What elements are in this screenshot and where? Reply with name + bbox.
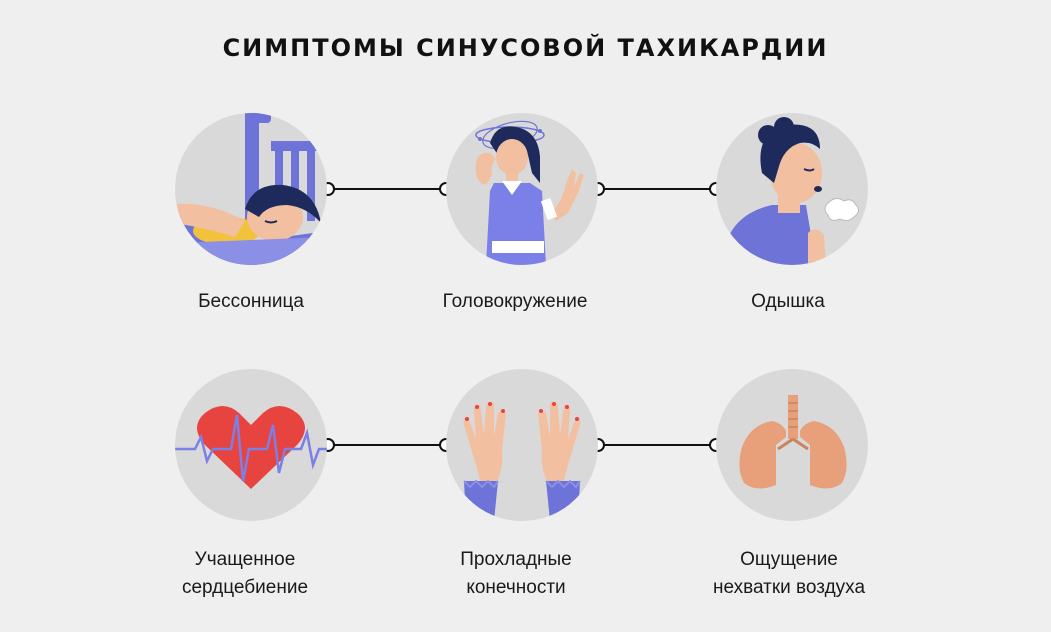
symptom-label-cold-extremities: Прохладные конечности	[401, 546, 631, 602]
label-line: конечности	[466, 577, 566, 598]
breathing-man-icon	[726, 117, 860, 265]
symptom-label-air-hunger: Ощущение нехватки воздуха	[674, 546, 904, 602]
lungs-icon	[739, 395, 847, 489]
label-line: Бессонница	[198, 291, 304, 312]
insomnia-illustration	[175, 113, 327, 265]
label-line: Головокружение	[442, 291, 588, 312]
sleeping-person-icon	[175, 113, 327, 265]
symptom-label-dizziness: Головокружение	[400, 288, 630, 316]
symptom-label-insomnia: Бессонница	[136, 288, 366, 316]
label-line: сердцебиение	[181, 577, 309, 598]
heartbeat-illustration	[175, 369, 327, 521]
label-line: Ощущение	[740, 549, 838, 570]
dizziness-illustration	[446, 113, 598, 265]
dizzy-woman-icon	[475, 120, 584, 265]
label-line: Одышка	[751, 291, 825, 312]
label-line: Прохладные	[460, 549, 572, 570]
lungs-illustration	[716, 369, 868, 521]
symptom-label-shortness-of-breath: Одышка	[673, 288, 903, 316]
label-line: нехватки воздуха	[712, 577, 866, 598]
label-line: Учащенное	[194, 549, 296, 570]
cold-hands-illustration	[446, 369, 598, 521]
heartbeat-icon	[175, 406, 327, 489]
cold-hands-icon	[463, 401, 581, 521]
infographic-title: СИМПТОМЫ СИНУСОВОЙ ТАХИКАРДИИ	[222, 34, 829, 62]
symptom-label-palpitations: Учащенное сердцебиение	[130, 546, 360, 602]
shortness-of-breath-illustration	[716, 113, 868, 265]
